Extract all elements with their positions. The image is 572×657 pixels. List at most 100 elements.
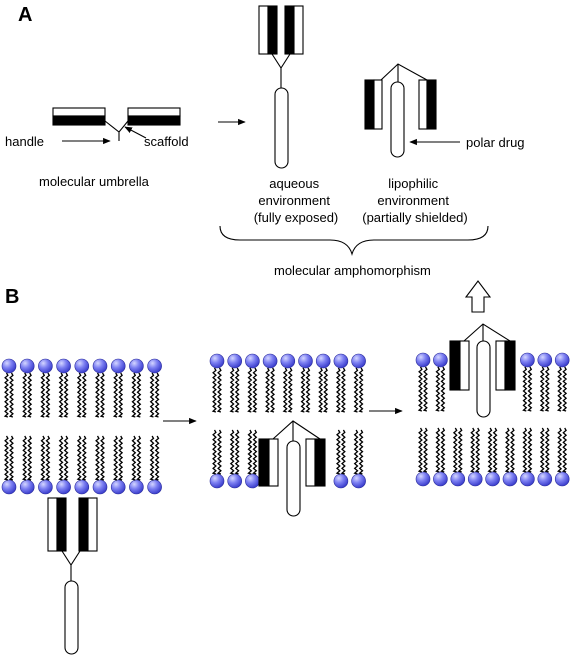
lipid-head [315, 353, 331, 369]
lipid-head [280, 353, 296, 369]
lipid-tail [474, 427, 481, 473]
umbrella-exiting-membrane [449, 323, 516, 418]
lipid-head [74, 358, 90, 374]
lipid-tail [539, 366, 545, 412]
lipophilic-label: lipophilic environment (partially shield… [362, 176, 468, 225]
umbrella-partially-shielded [364, 63, 437, 158]
lipid-tail [76, 435, 82, 481]
lipid-tail [335, 367, 341, 413]
lipid-tail [76, 372, 82, 418]
lipid-tail [117, 435, 124, 481]
lipid-tail [3, 435, 9, 481]
amphomorphism-label: molecular amphomorphism [274, 263, 431, 278]
lipid-tail [99, 435, 105, 481]
lipid-head [147, 479, 162, 495]
lipid-tail [353, 367, 359, 413]
lipid-head [129, 479, 144, 495]
lipid-tail [58, 435, 64, 481]
lipid-tail [527, 427, 533, 473]
lipid-tail [282, 367, 288, 413]
lipid-tail [435, 427, 441, 473]
lipid-bilayer-2 [209, 353, 366, 489]
lipid-tail [340, 367, 346, 413]
aqueous-label: aqueous environment (fully exposed) [254, 176, 339, 225]
panel-b-label: B [5, 286, 19, 308]
lipid-tail [229, 429, 235, 475]
lipid-bilayer-1 [1, 358, 162, 495]
umbrella-fully-exposed [258, 5, 304, 169]
lipid-head [298, 353, 313, 369]
lipid-tail [40, 435, 46, 481]
lipid-tail [422, 427, 428, 473]
lipid-head [333, 353, 349, 369]
lipid-tail [522, 366, 528, 412]
lipid-head [129, 358, 144, 374]
lipid-tail [117, 372, 124, 418]
lipid-tail [8, 435, 14, 481]
lipid-bilayer-3 [415, 352, 570, 487]
lipid-head [56, 479, 71, 495]
lipid-tail [269, 367, 275, 413]
lipid-head [209, 473, 225, 489]
handle-label: handle [5, 134, 44, 149]
lipid-head [554, 352, 570, 368]
lipid-tail [81, 372, 87, 418]
lipid-head [415, 352, 431, 368]
lipid-tail [509, 427, 515, 473]
lipid-tail [440, 366, 446, 412]
lipid-head [245, 473, 260, 489]
lipid-tail [440, 427, 446, 473]
lipid-tail [8, 372, 14, 418]
lipid-tail [234, 429, 240, 475]
lipid-tail [149, 372, 155, 418]
lipid-tail [539, 427, 545, 473]
lipid-tail [544, 427, 550, 473]
lipid-tail [247, 429, 253, 475]
lipid-tail [131, 372, 137, 418]
lipid-tail [211, 367, 217, 413]
lipid-head [537, 352, 553, 368]
lipid-tail [504, 427, 510, 473]
amphomorphism-brace [219, 225, 489, 256]
lipid-head [1, 358, 17, 374]
lipid-tail [300, 367, 306, 413]
lipid-tail [556, 366, 563, 412]
lipid-tail [435, 366, 441, 412]
lipid-tail [417, 427, 423, 473]
lipid-head [209, 353, 225, 369]
lipid-tail [112, 372, 119, 418]
lipid-head [147, 358, 162, 374]
lipid-tail [21, 435, 28, 481]
scaffold-label: scaffold [144, 134, 189, 149]
lipid-tail [492, 427, 498, 473]
lipid-tail [94, 435, 100, 481]
lipid-tail [21, 372, 28, 418]
lipid-head [19, 358, 35, 374]
lipid-tail [149, 435, 155, 481]
lipid-head [537, 471, 553, 487]
lipid-tail [358, 367, 364, 413]
lipid-tail [544, 366, 550, 412]
lipid-tail [527, 366, 533, 412]
lipid-head [110, 358, 126, 374]
lipid-head [92, 358, 108, 374]
lipid-tail [457, 427, 463, 473]
lipid-tail [556, 427, 563, 473]
lipid-tail [422, 366, 428, 412]
lipid-tail [211, 429, 217, 475]
lipid-tail [136, 435, 142, 481]
lipid-tail [234, 367, 240, 413]
lipid-tail [522, 427, 528, 473]
lipid-tail [247, 367, 253, 413]
lipid-head [433, 352, 448, 368]
lipid-tail [63, 372, 69, 418]
lipid-head [19, 479, 35, 495]
lipid-tail [264, 367, 270, 413]
lipid-tail [469, 427, 476, 473]
lipid-head [56, 358, 71, 374]
lipid-tail [81, 435, 87, 481]
lipid-head [351, 353, 366, 369]
lipid-tail [136, 372, 142, 418]
lipid-tail [45, 372, 51, 418]
